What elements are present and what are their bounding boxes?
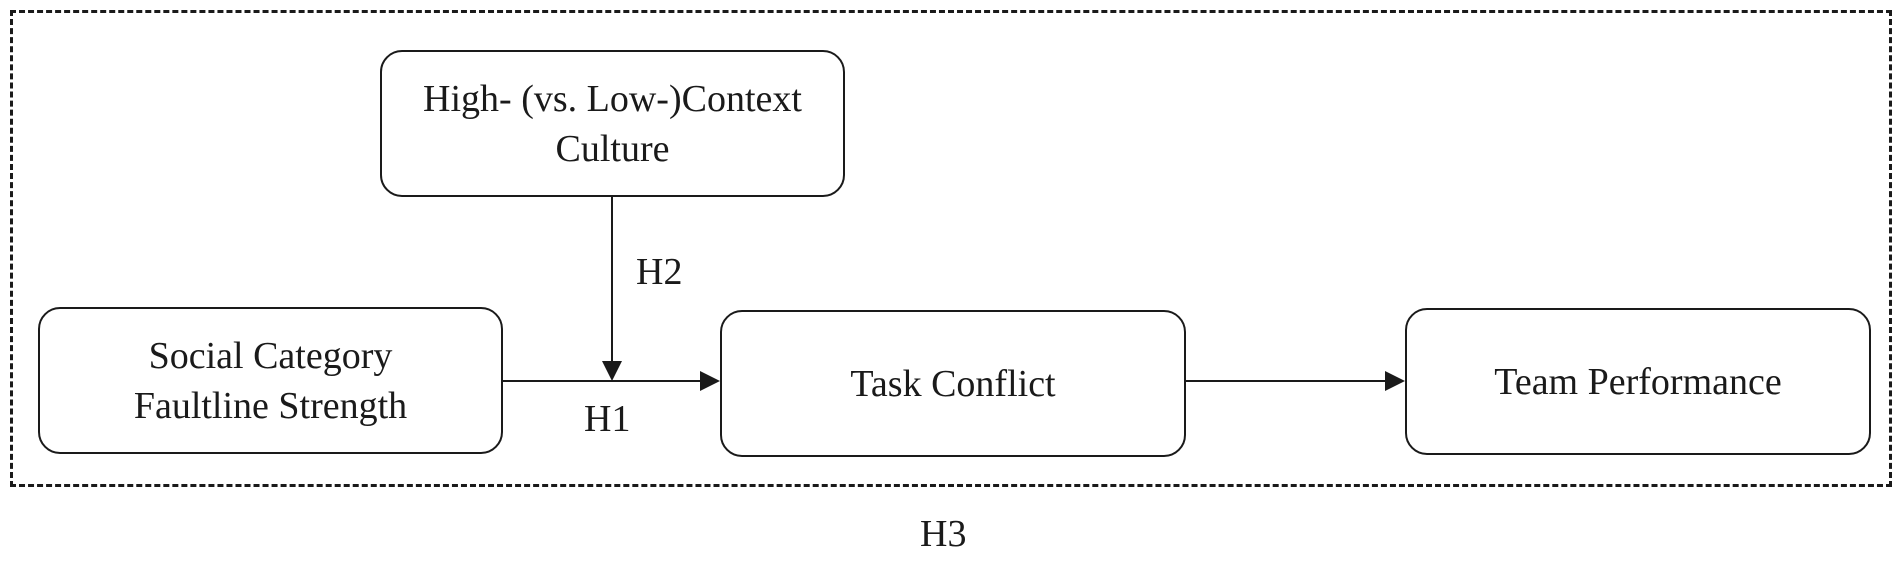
hypothesis-h1-label: H1	[584, 398, 631, 440]
predictor-label-line2: Faultline Strength	[133, 384, 408, 427]
moderator-label-line2: Culture	[555, 127, 670, 170]
team-performance-label: Team Performance	[1494, 360, 1782, 403]
mediation-frame-dashed	[10, 10, 1892, 487]
hypothesis-h2-label: H2	[636, 251, 683, 293]
moderator-label-line1: High- (vs. Low-)Context	[423, 77, 802, 120]
predictor-label-line1: Social Category	[148, 334, 393, 377]
task-conflict-label: Task Conflict	[850, 362, 1056, 405]
predictor-box: Social Category Faultline Strength	[38, 307, 503, 454]
team-performance-box: Team Performance	[1405, 308, 1871, 455]
moderator-box: High- (vs. Low-)Context Culture	[380, 50, 845, 197]
task-conflict-box: Task Conflict	[720, 310, 1186, 457]
hypothesis-h3-label: H3	[920, 513, 967, 555]
